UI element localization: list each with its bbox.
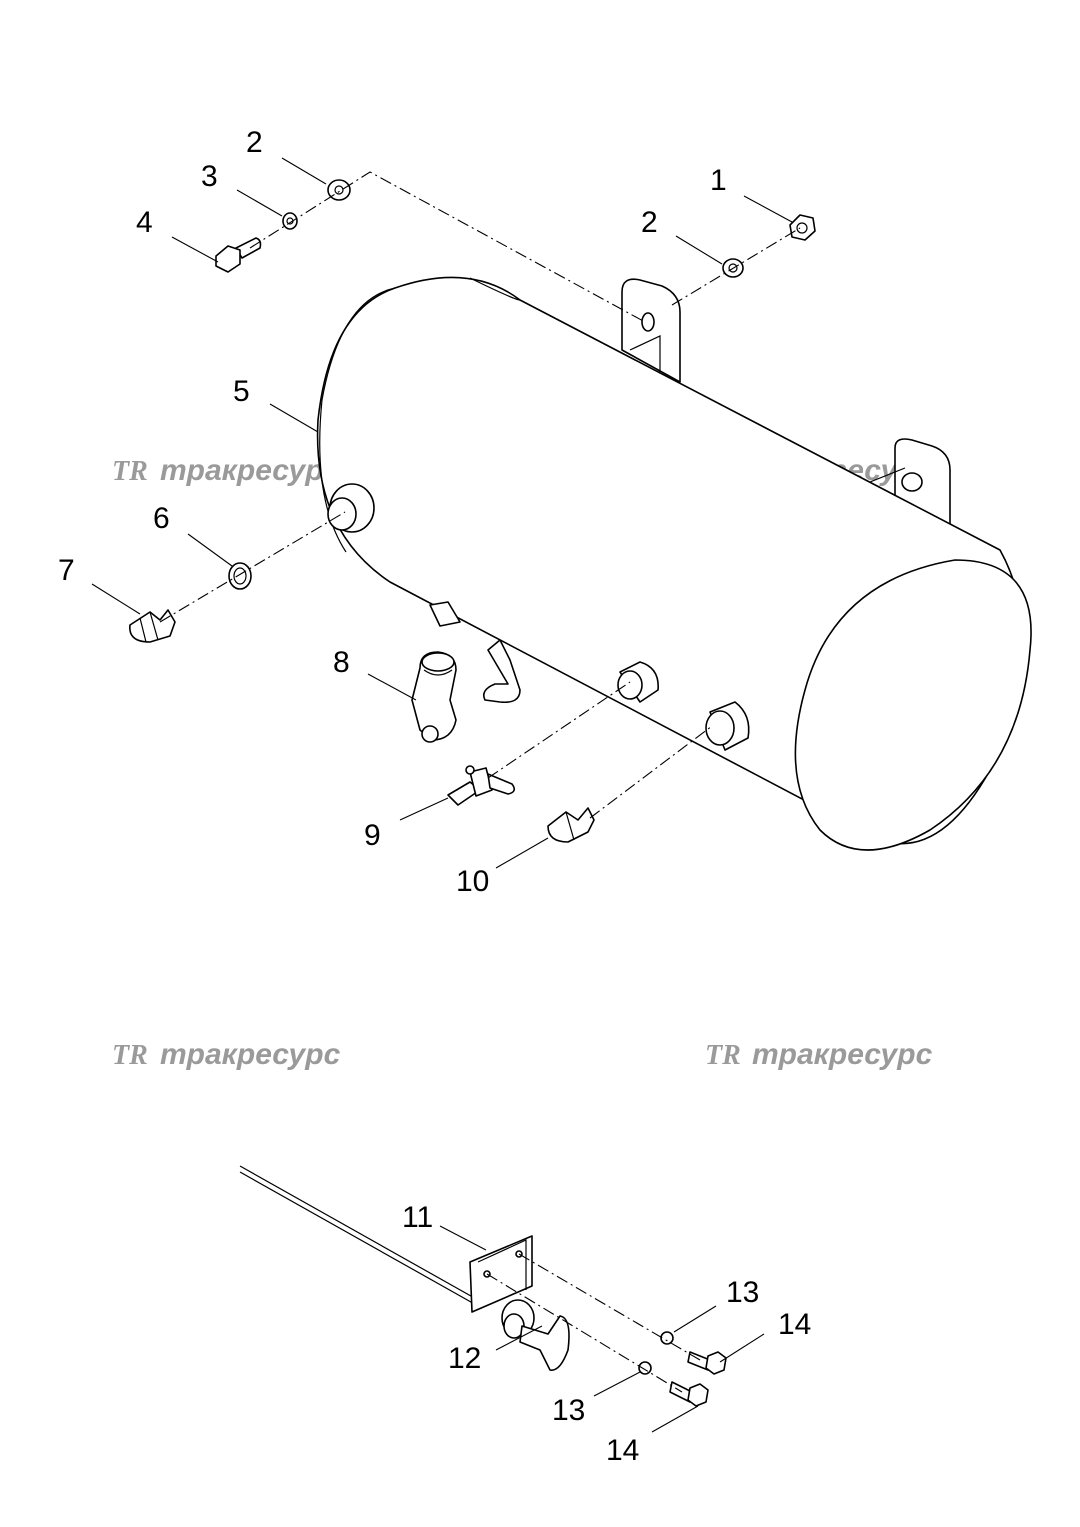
watermark-top-left: TR тракресурс	[112, 454, 341, 487]
tank-hook-bracket	[482, 639, 521, 704]
callout-13-lower: 13	[552, 1394, 585, 1427]
callout-14-lower: 14	[606, 1434, 639, 1467]
callout-2-right: 2	[641, 206, 658, 239]
callout-9: 9	[364, 819, 381, 852]
part-bolt-14-upper	[687, 1351, 727, 1375]
part-drain-cock-9	[447, 765, 516, 806]
part-lock-washer-3	[282, 212, 298, 230]
watermark-logo: TR	[705, 1040, 741, 1071]
part-nut-1	[789, 214, 816, 241]
callout-13-upper: 13	[726, 1276, 759, 1309]
callout-8: 8	[333, 646, 350, 679]
callout-11: 11	[402, 1201, 433, 1234]
part-washer-13-upper	[660, 1331, 674, 1345]
part-fitting-7	[129, 609, 176, 643]
air-tank	[316, 276, 1032, 851]
callout-10: 10	[456, 865, 489, 898]
part-bolt-14-lower	[669, 1381, 709, 1407]
watermark-text: тракресурс	[160, 454, 341, 487]
callout-7: 7	[58, 554, 75, 587]
watermark-text: тракресурс	[752, 1038, 933, 1071]
part-pull-handle-12	[501, 1299, 570, 1371]
callout-1: 1	[710, 164, 727, 197]
callout-2-left: 2	[246, 126, 263, 159]
drain-rod-assembly	[239, 1165, 727, 1407]
watermark-bottom-right: TR тракресурс	[705, 1038, 933, 1071]
part-o-ring-6	[228, 562, 252, 590]
callout-4: 4	[136, 206, 153, 239]
part-fitting-10	[547, 807, 595, 843]
watermark-logo: TR	[112, 1040, 148, 1071]
callout-6: 6	[153, 502, 170, 535]
tank-end-cap	[794, 559, 1032, 851]
callout-12: 12	[448, 1342, 481, 1375]
leader-lines	[91, 157, 793, 1433]
watermark-bottom-left: TR тракресурс	[112, 1038, 341, 1071]
callout-numbers: 1 2 2 3 4 5 6 7 8 9 10 11 12 13 13 14 14	[58, 126, 811, 1467]
callout-14-upper: 14	[778, 1308, 811, 1341]
assembly-lines	[159, 171, 801, 1393]
part-drain-valve-8	[411, 651, 457, 743]
watermark-logo: TR	[112, 456, 148, 487]
callout-3: 3	[201, 160, 218, 193]
watermark-text: тракресурс	[160, 1038, 341, 1071]
part-bolt-4	[215, 237, 262, 273]
part-washer-13-lower	[638, 1361, 652, 1375]
callout-5: 5	[233, 375, 250, 408]
